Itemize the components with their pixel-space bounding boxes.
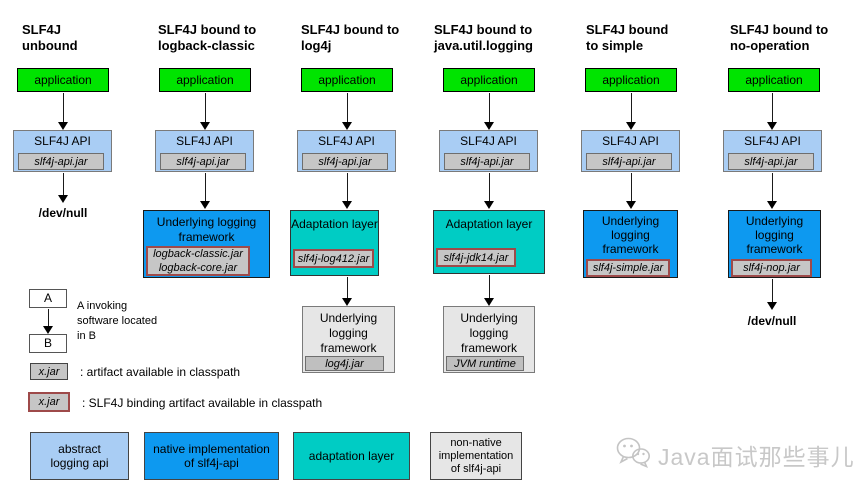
arrow-down [626, 173, 636, 209]
slf4j-api-box: SLF4J API slf4j-api.jar [13, 130, 112, 172]
watermark-text: Java面试那些事儿 [658, 443, 855, 470]
column-title-jul: SLF4J bound to java.util.logging [434, 22, 533, 53]
column-title-log4j: SLF4J bound to log4j [301, 22, 400, 53]
underlying-framework-label: Underlying logging framework [460, 311, 518, 355]
legend-artifact-jar: x.jar [30, 363, 68, 380]
slf4j-api-label: SLF4J API [744, 134, 801, 148]
underlying-framework-box: Underlying logging framework log4j.jar [302, 306, 395, 373]
slf4j-api-jar: slf4j-api.jar [160, 153, 246, 170]
legend-box-b: B [29, 334, 67, 353]
slf4j-api-jar: slf4j-api.jar [728, 153, 814, 170]
underlying-framework-label: Underlying logging framework [319, 311, 378, 355]
legend-category-non-native-impl: non-native implementation of slf4j-api [430, 432, 522, 480]
arrow-down [200, 93, 210, 130]
application-box: application [443, 68, 535, 92]
arrow-down [484, 173, 494, 209]
arrow-down [484, 93, 494, 130]
arrow-down [342, 277, 352, 306]
wechat-icon [615, 436, 651, 473]
underlying-framework-box: Underlying logging framework slf4j-simpl… [583, 210, 678, 278]
slf4j-api-jar: slf4j-api.jar [302, 153, 388, 170]
column-title-nop: SLF4J bound to no-operation [730, 22, 829, 53]
framework-jar: JVM runtime [446, 356, 524, 371]
arrow-down [43, 309, 53, 334]
underlying-framework-box: Underlying logging framework JVM runtime [443, 306, 535, 373]
arrow-down [58, 93, 68, 130]
arrow-down [200, 173, 210, 209]
binding-jar: slf4j-simple.jar [586, 259, 670, 277]
slf4j-api-box: SLF4J API slf4j-api.jar [581, 130, 680, 172]
slf4j-api-label: SLF4J API [34, 134, 91, 148]
application-box: application [728, 68, 820, 92]
underlying-framework-label: Underlying logging framework [601, 214, 660, 256]
arrow-down [767, 173, 777, 209]
adaptation-layer-label: Adaptation layer [445, 217, 533, 231]
legend-category-native-impl: native implementation of slf4j-api [144, 432, 279, 480]
slf4j-api-jar: slf4j-api.jar [586, 153, 672, 170]
arrow-down [484, 275, 494, 306]
slf4j-api-jar: slf4j-api.jar [18, 153, 104, 170]
binding-jar: slf4j-log412.jar [293, 249, 374, 268]
arrow-down [767, 93, 777, 130]
legend-artifact-caption: : artifact available in classpath [80, 365, 241, 379]
arrow-down [626, 93, 636, 130]
underlying-framework-label: Underlying logging framework [745, 214, 804, 256]
underlying-framework-box: Underlying logging framework slf4j-nop.j… [728, 210, 821, 278]
binding-jar: slf4j-nop.jar [731, 259, 812, 277]
arrow-down [342, 173, 352, 209]
slf4j-api-label: SLF4J API [176, 134, 233, 148]
slf4j-api-box: SLF4J API slf4j-api.jar [155, 130, 254, 172]
adaptation-layer-box: Adaptation layer slf4j-jdk14.jar [433, 210, 545, 274]
application-box: application [585, 68, 677, 92]
arrow-down [58, 173, 68, 203]
arrow-down [342, 93, 352, 130]
binding-jar: slf4j-jdk14.jar [436, 248, 516, 267]
adaptation-layer-box: Adaptation layer slf4j-log412.jar [290, 210, 379, 276]
legend-category-adaptation: adaptation layer [293, 432, 410, 480]
column-title-simple: SLF4J bound to simple [586, 22, 669, 53]
legend-invoking-caption: A invoking software located in B [77, 300, 158, 342]
slf4j-api-jar: slf4j-api.jar [444, 153, 530, 170]
application-box: application [301, 68, 393, 92]
slf4j-api-box: SLF4J API slf4j-api.jar [297, 130, 396, 172]
binding-jar: logback-classic.jar logback-core.jar [146, 246, 250, 276]
legend-box-a: A [29, 289, 67, 308]
adaptation-layer-label: Adaptation layer [291, 217, 378, 231]
dev-null-label: /dev/null [38, 206, 88, 220]
arrow-down [767, 279, 777, 310]
column-title-unbound: SLF4J unbound [22, 22, 78, 53]
legend-binding-caption: : SLF4J binding artifact available in cl… [82, 396, 323, 410]
slf4j-api-label: SLF4J API [460, 134, 517, 148]
legend-binding-jar: x.jar [28, 392, 70, 412]
underlying-framework-box: Underlying logging framework logback-cla… [143, 210, 270, 278]
application-box: application [159, 68, 251, 92]
column-title-logback: SLF4J bound to logback-classic [158, 22, 257, 53]
dev-null-label: /dev/null [747, 314, 797, 328]
legend-category-abstract-api: abstract logging api [30, 432, 129, 480]
slf4j-api-label: SLF4J API [602, 134, 659, 148]
watermark: Java面试那些事儿 [615, 436, 855, 473]
application-box: application [17, 68, 109, 92]
slf4j-api-box: SLF4J API slf4j-api.jar [439, 130, 538, 172]
framework-jar: log4j.jar [305, 356, 384, 371]
underlying-framework-label: Underlying logging framework [156, 215, 257, 244]
slf4j-api-box: SLF4J API slf4j-api.jar [723, 130, 822, 172]
slf4j-api-label: SLF4J API [318, 134, 375, 148]
